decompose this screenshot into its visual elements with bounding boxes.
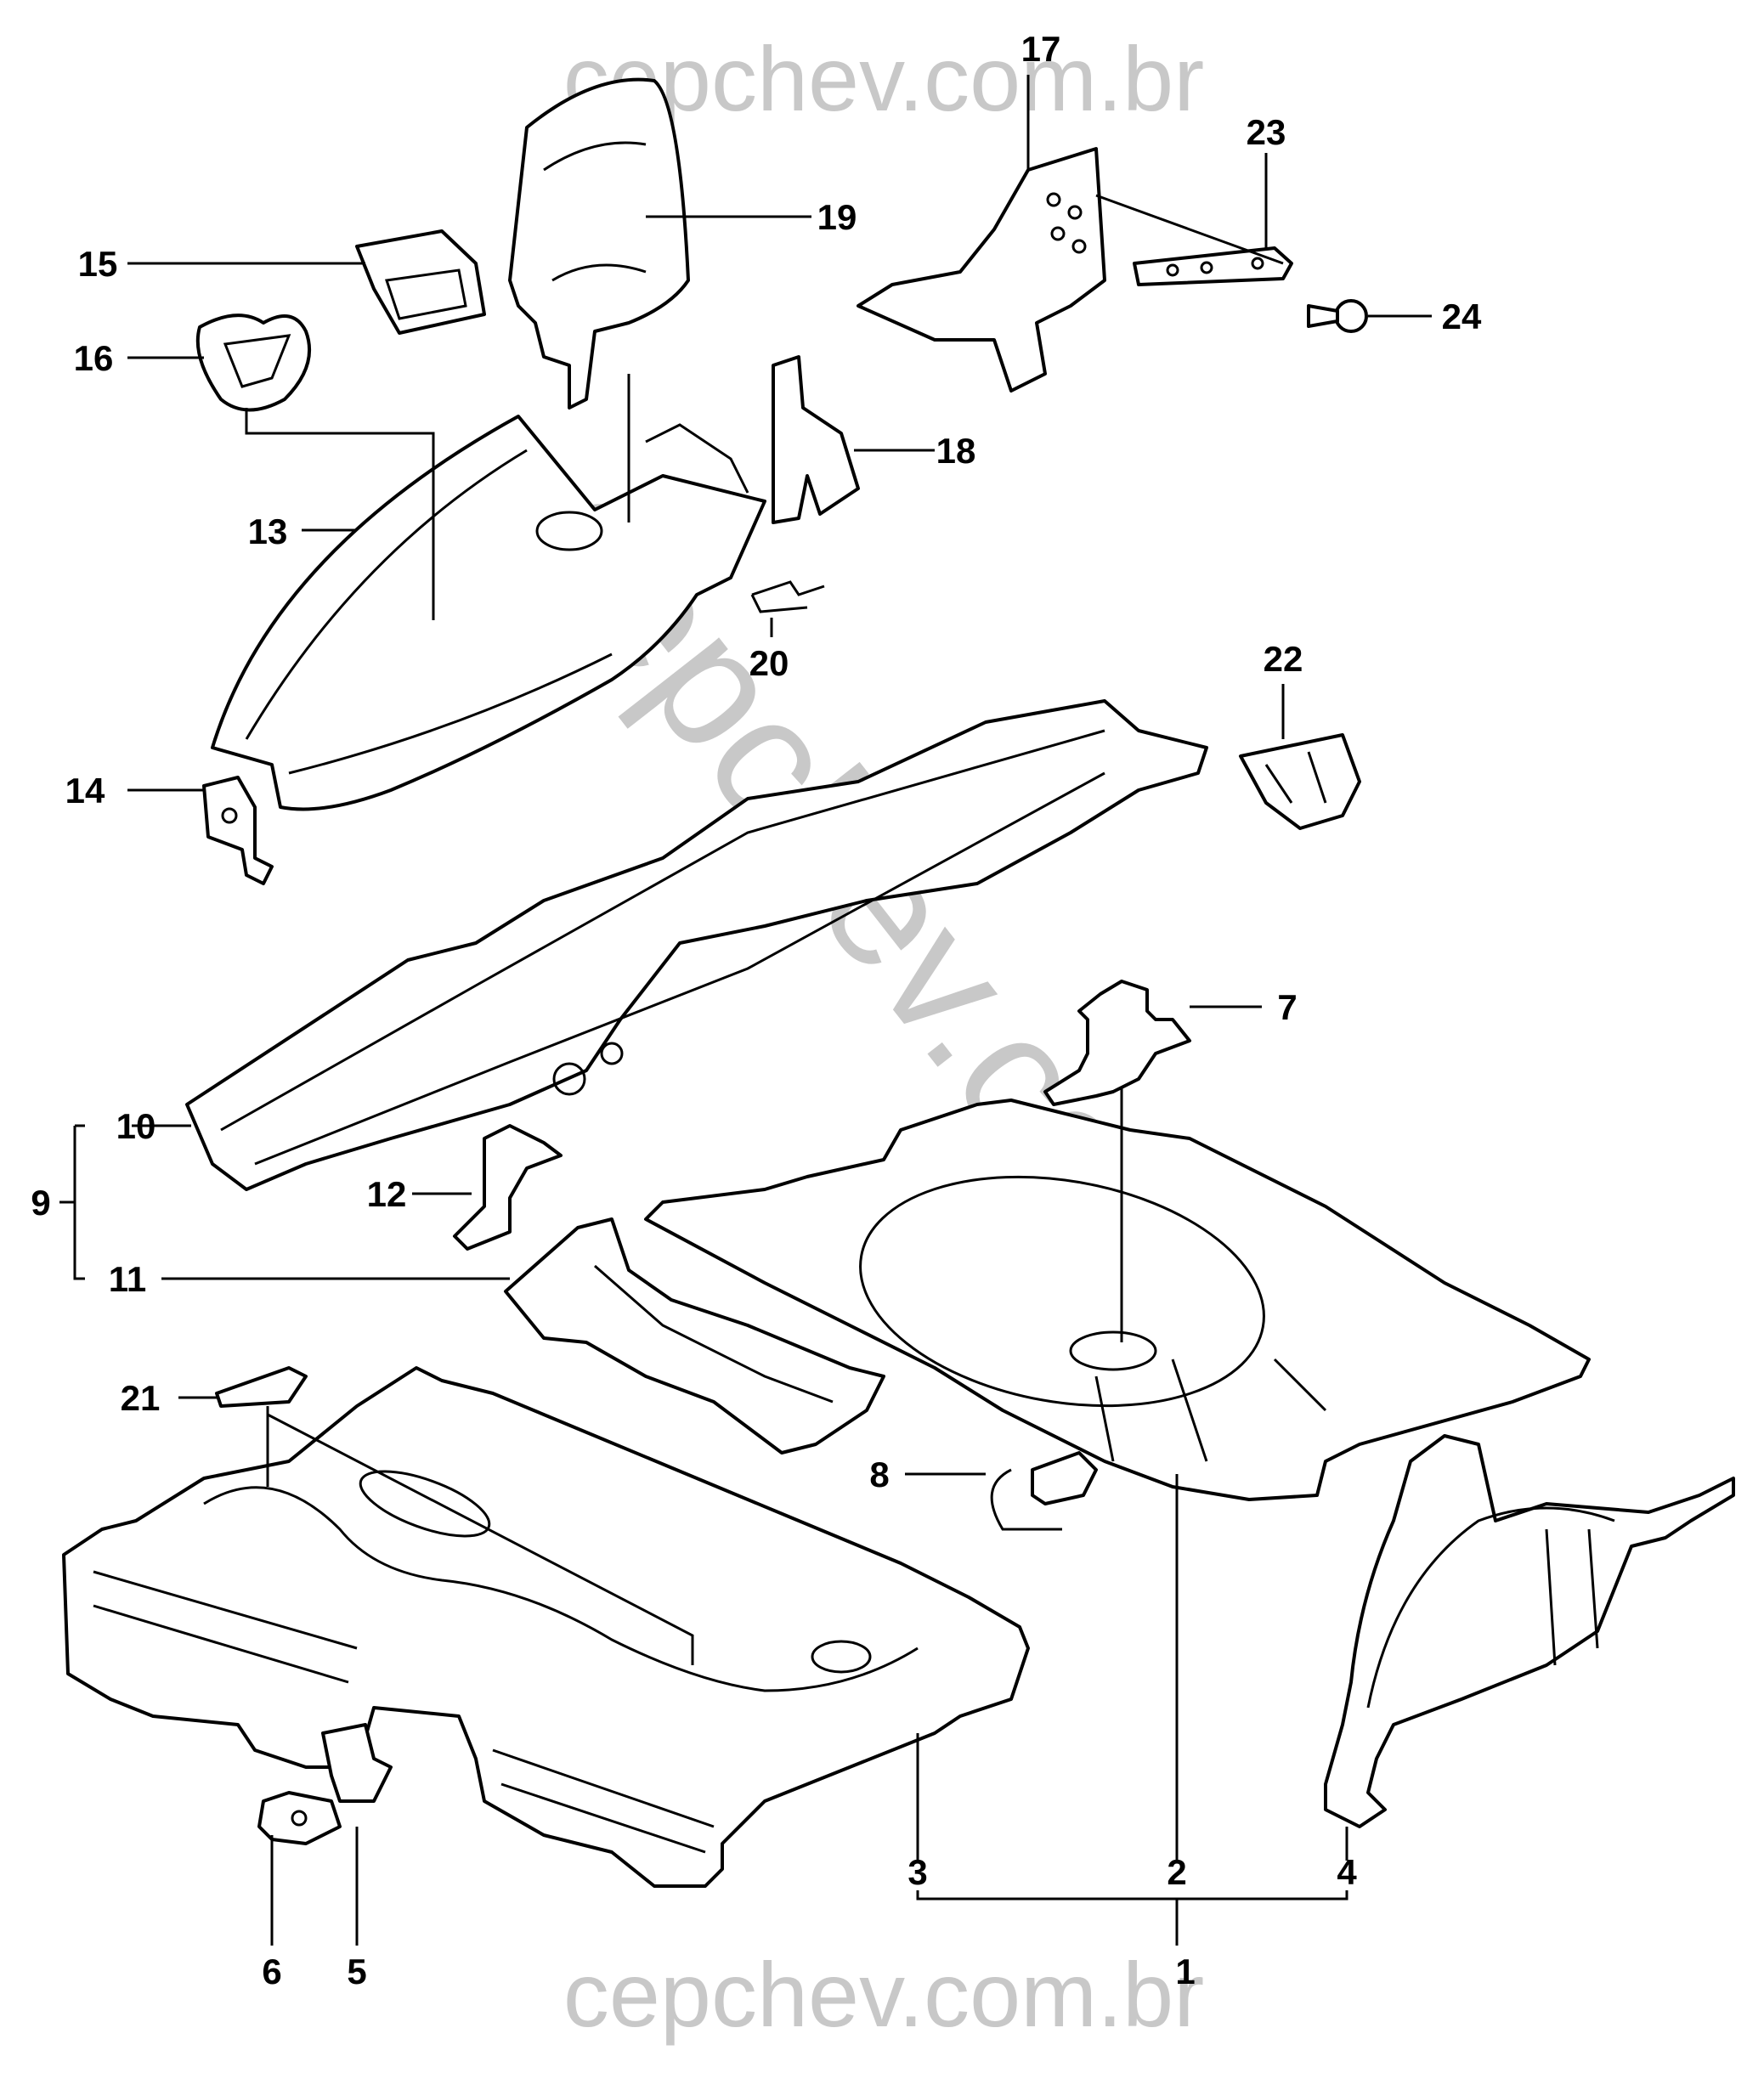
part-15-bracket	[355, 229, 486, 335]
part-24-screw	[1307, 299, 1368, 333]
part-21-plate	[215, 1366, 308, 1408]
callout-10: 10	[116, 1106, 156, 1146]
part-2-trunk-floor	[644, 1099, 1591, 1501]
part-22-bracket	[1239, 733, 1361, 830]
part-13-inner-wheelhouse	[211, 415, 766, 811]
callout-17: 17	[1021, 29, 1061, 69]
part-23-link	[1133, 246, 1293, 286]
callout-2: 2	[1167, 1852, 1186, 1892]
callout-4: 4	[1337, 1852, 1357, 1892]
part-18-bracket	[772, 355, 860, 524]
part-8-hook	[990, 1451, 1098, 1531]
part-12-bracket	[453, 1124, 563, 1251]
callout-16: 16	[74, 338, 114, 378]
callout-12: 12	[367, 1174, 407, 1214]
watermark-bottom: cepchev.com.br	[563, 1943, 1204, 2046]
callout-8: 8	[869, 1454, 889, 1494]
callout-21: 21	[121, 1378, 161, 1418]
callout-23: 23	[1247, 112, 1286, 152]
callout-19: 19	[817, 197, 857, 237]
leader-lines	[59, 75, 1432, 1946]
callout-22: 22	[1264, 639, 1303, 679]
part-16-grommet	[195, 313, 312, 412]
part-4-quarter-panel	[1324, 1434, 1735, 1828]
part-7-strap	[1043, 980, 1191, 1106]
part-11-crossmember	[504, 1217, 885, 1454]
part-17-mounting-plate	[857, 147, 1106, 393]
part-3-rear-floor	[62, 1366, 1030, 1888]
part-19-wheelhouse-cover	[508, 77, 690, 410]
callout-13: 13	[248, 511, 288, 551]
callout-6: 6	[262, 1952, 281, 1991]
callout-7: 7	[1277, 987, 1297, 1027]
callout-5: 5	[347, 1952, 366, 1991]
part-5-bracket	[321, 1723, 393, 1803]
callout-11: 11	[109, 1259, 146, 1299]
part-10-side-rail	[185, 699, 1208, 1191]
callout-15: 15	[78, 244, 118, 284]
callout-24: 24	[1442, 297, 1482, 336]
part-20-clip	[750, 580, 825, 613]
callout-3: 3	[907, 1852, 927, 1892]
callout-1: 1	[1175, 1952, 1195, 1991]
part-14-bracket	[202, 776, 274, 885]
part-6-bracket	[257, 1791, 342, 1845]
callout-20: 20	[749, 643, 789, 683]
callout-9: 9	[31, 1183, 50, 1223]
callout-18: 18	[936, 431, 976, 471]
callout-14: 14	[65, 771, 105, 811]
